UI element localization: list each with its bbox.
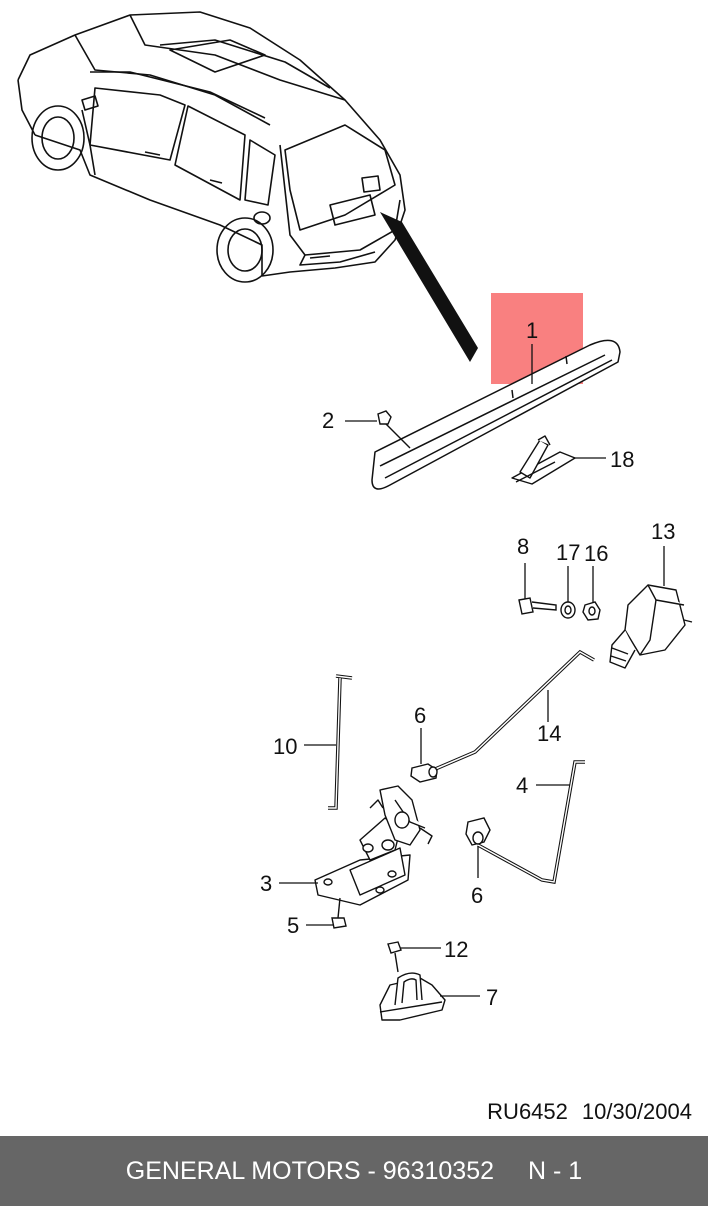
screw-part-12: [387, 941, 402, 973]
diagram-reference: RU6452 10/30/2004: [487, 1099, 692, 1125]
washer-part-17: [560, 601, 576, 619]
footer-page: N - 1: [528, 1156, 583, 1185]
callout-14: 14: [537, 721, 561, 746]
footer-bar: GENERAL MOTORS - 96310352 N - 1: [0, 1136, 708, 1206]
bolt-part-5: [331, 897, 347, 929]
callout-8: 8: [517, 534, 529, 559]
bracket-part-18: [511, 435, 576, 485]
rod-part-10-inner: [328, 675, 353, 809]
bushing-part-16: [582, 601, 601, 621]
rod-part-4-inner: [477, 761, 585, 883]
callout-7: 7: [486, 985, 498, 1010]
callout-1: 1: [526, 318, 538, 343]
callout-6-lower: 6: [471, 883, 483, 908]
parts-diagram: 1 2 18 8 17 16 13 10 6 14 4 3 6 5 12 7: [17, 11, 693, 1021]
callout-10: 10: [273, 734, 297, 759]
callout-5: 5: [287, 913, 299, 938]
callout-2: 2: [322, 408, 334, 433]
callout-4: 4: [516, 773, 528, 798]
rod-clip-part-6-lower: [465, 817, 491, 846]
striker-part-7: [379, 972, 446, 1021]
callout-13: 13: [651, 519, 675, 544]
reference-date: 10/30/2004: [581, 1099, 692, 1124]
footer-brand: GENERAL MOTORS - 96310352: [125, 1156, 495, 1185]
callout-16: 16: [584, 541, 608, 566]
reference-code: RU6452: [487, 1099, 568, 1124]
callout-3: 3: [260, 871, 272, 896]
rod-clip-part-6-upper: [410, 763, 438, 783]
vehicle-outline: [17, 11, 406, 283]
rod-part-14-inner: [432, 651, 595, 771]
actuator-part-13: [609, 584, 693, 669]
tailgate-garnish-part-1: [371, 339, 621, 490]
rod-part-4: [477, 760, 585, 885]
callout-12: 12: [444, 937, 468, 962]
clip-part-2: [377, 410, 411, 449]
pointer-wedge: [380, 212, 478, 362]
rod-part-14: [432, 649, 595, 772]
callout-6-upper: 6: [414, 703, 426, 728]
callout-18: 18: [610, 447, 634, 472]
callout-17: 17: [556, 540, 580, 565]
latch-part-3: [314, 785, 433, 906]
bolt-part-8: [518, 597, 557, 615]
